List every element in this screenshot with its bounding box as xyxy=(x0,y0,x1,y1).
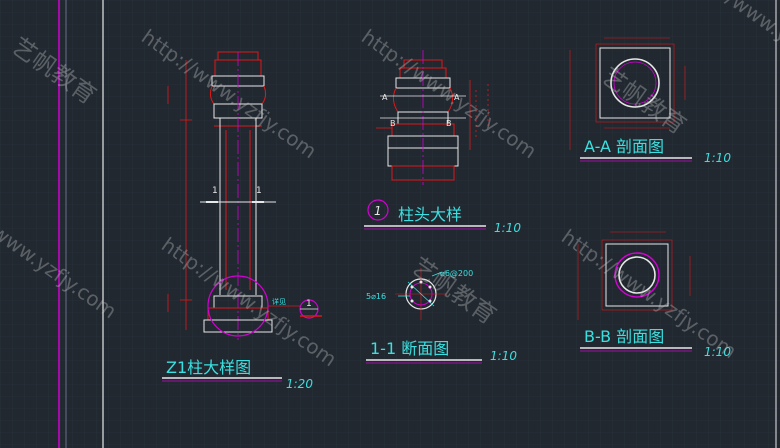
section-1-1-title: 1-1 断面图 xyxy=(370,339,449,358)
section-mark-left: 1 xyxy=(212,186,218,196)
cut-mark-a-left: A xyxy=(382,93,388,102)
section-1-1-scale: 1:10 xyxy=(490,349,517,363)
cut-mark-a-right: A xyxy=(454,93,460,102)
rebar-stirrup-label: ⌀6@200 xyxy=(440,269,473,278)
section-b-b-drawing xyxy=(577,231,692,352)
section-a-a-title: A-A 剖面图 xyxy=(584,137,664,156)
drawing-frame xyxy=(58,0,777,448)
capital-detail-scale: 1:10 xyxy=(494,221,521,235)
column-detail-title: Z1柱大样图 xyxy=(166,358,251,377)
section-1-1-drawing xyxy=(366,268,482,364)
column-z1-drawing xyxy=(162,51,322,382)
capital-detail-drawing xyxy=(364,50,489,230)
section-a-a-drawing xyxy=(569,37,692,162)
section-b-b-scale: 1:10 xyxy=(704,345,731,359)
cut-mark-b-left: B xyxy=(390,119,396,128)
section-mark-right: 1 xyxy=(256,186,262,196)
cut-mark-b-right: B xyxy=(446,119,452,128)
detail-note: 详见 xyxy=(272,297,286,306)
section-a-a-scale: 1:10 xyxy=(704,151,731,165)
capital-detail-title: 柱头大样 xyxy=(398,205,462,224)
rebar-main-label: 5⌀16 xyxy=(366,292,386,301)
capital-ref-number: 1 xyxy=(374,204,382,218)
column-detail-scale: 1:20 xyxy=(286,377,313,391)
section-b-b-title: B-B 剖面图 xyxy=(584,327,664,346)
detail-ref-number: 1 xyxy=(306,299,312,309)
